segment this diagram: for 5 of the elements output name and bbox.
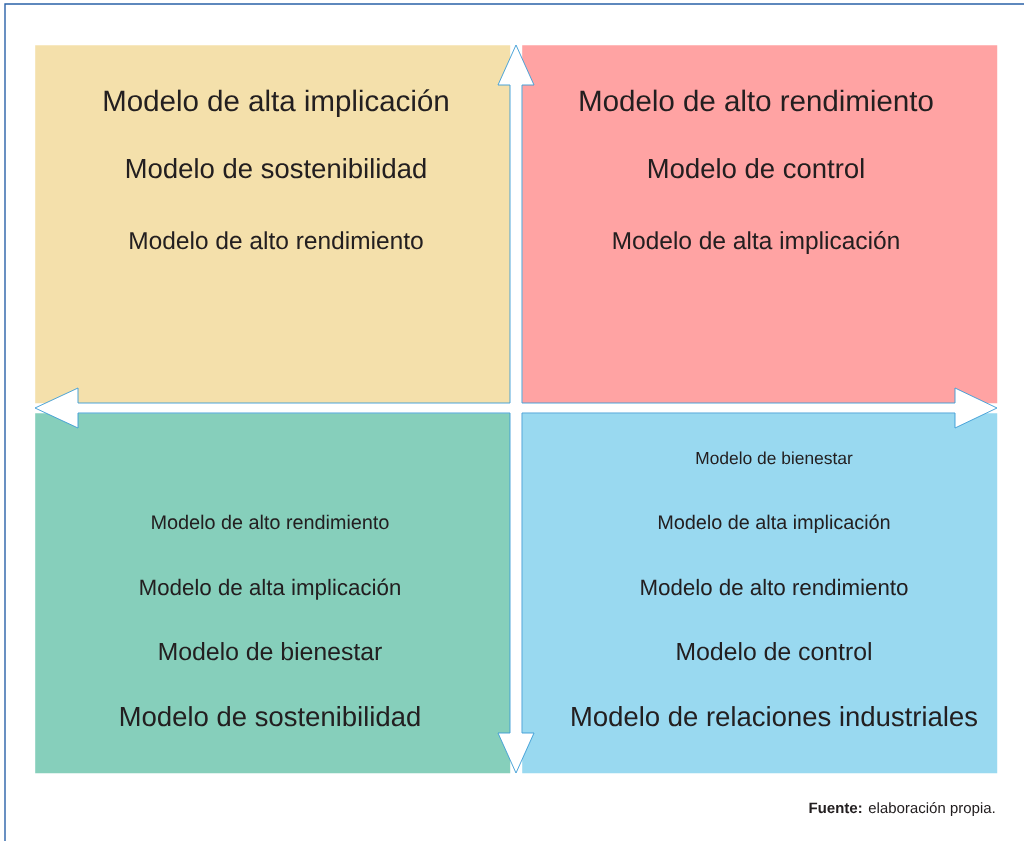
quadrant-box: Modelo de alta implicación Modelo de sostenibilidad Modelo de alto rendimiento: [35, 45, 511, 404]
quadrant-box: Modelo de bienestar Modelo de alta implicación Modelo de alto rendimiento Modelo de control Modelo de relaciones industriales: [522, 413, 998, 774]
source-note: Fuente: elaboración propia.: [809, 801, 995, 817]
quadrant-box: Modelo de alto rendimiento Modelo de alta implicación Modelo de bienestar Modelo de sostenibilidad: [35, 413, 511, 774]
quadrant-box: Modelo de alto rendimiento Modelo de control Modelo de alta implicación: [522, 45, 998, 404]
